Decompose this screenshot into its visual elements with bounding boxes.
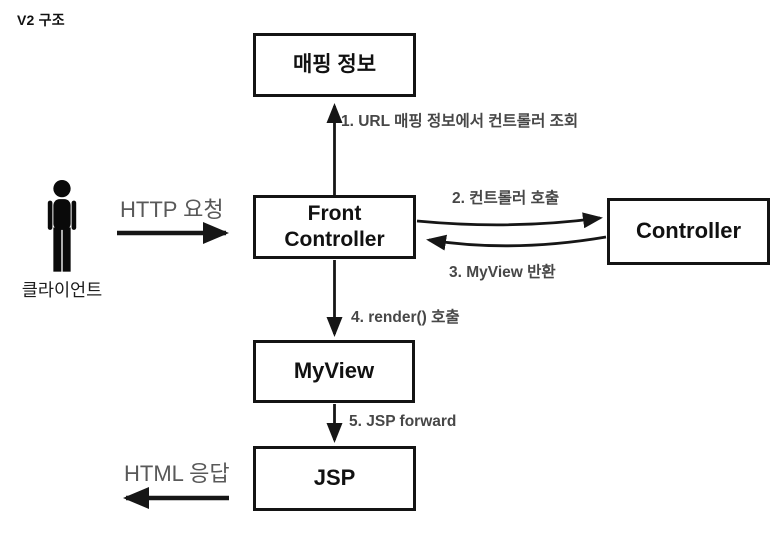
node-mapping-info: 매핑 정보 (253, 33, 416, 97)
arrow-step2-call-controller (416, 212, 603, 229)
node-myview: MyView (253, 340, 415, 403)
node-myview-label: MyView (293, 358, 375, 384)
node-jsp-label: JSP (313, 465, 356, 491)
node-controller-label: Controller (635, 218, 742, 244)
edge-label-http-request: HTTP 요청 (120, 197, 224, 222)
edge-label-step3: 3. MyView 반환 (449, 264, 556, 281)
edge-label-step5: 5. JSP forward (349, 413, 457, 430)
node-controller: Controller (607, 198, 770, 265)
node-jsp: JSP (253, 446, 416, 511)
node-mapping-info-label: 매핑 정보 (292, 53, 377, 77)
edge-label-step4: 4. render() 호출 (351, 309, 460, 326)
person-icon (47, 179, 77, 272)
edge-label-step1: 1. URL 매핑 정보에서 컨트롤러 조회 (341, 113, 579, 130)
edge-label-step2: 2. 컨트롤러 호출 (452, 190, 560, 207)
client-label: 클라이언트 (21, 280, 103, 300)
arrow-step3-return-myview (426, 234, 607, 251)
client-actor: 클라이언트 (14, 179, 110, 302)
node-front-controller: Front Controller (253, 195, 416, 259)
edge-label-html-response: HTML 응답 (124, 461, 230, 486)
node-front-controller-label: Front Controller (284, 202, 385, 251)
diagram-title: V2 구조 (17, 12, 65, 28)
